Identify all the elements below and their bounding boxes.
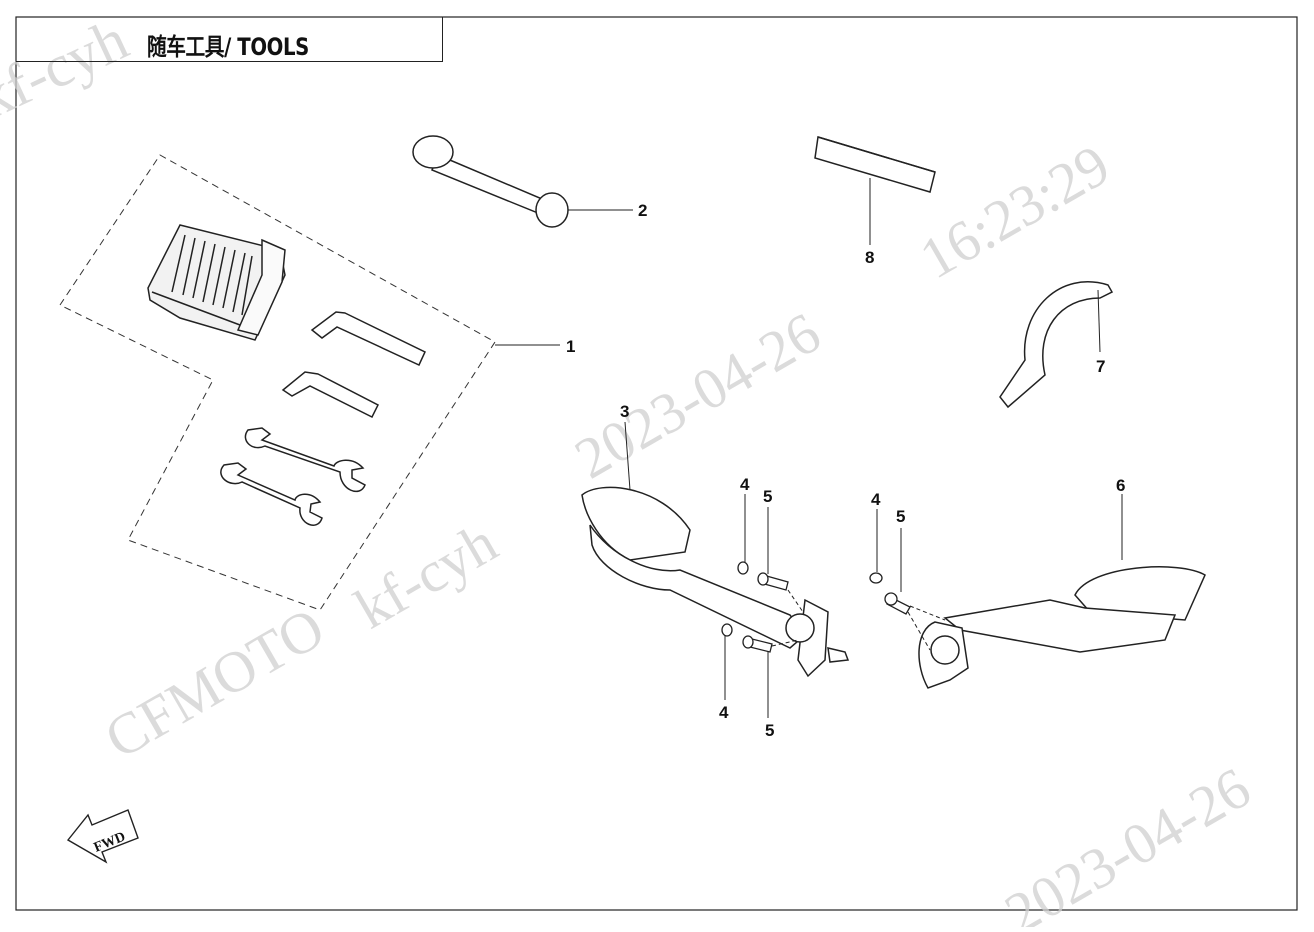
strip-drawing bbox=[814, 136, 936, 193]
watermark-user-mid: kf-cyh bbox=[344, 509, 508, 641]
watermark-date-bottom: 2023-04-26 bbox=[994, 755, 1261, 927]
page-title: 随车工具/ TOOLS bbox=[147, 33, 309, 61]
pin-drawing bbox=[412, 135, 570, 228]
title-block bbox=[16, 17, 443, 62]
watermark-brand: CFMOTO bbox=[94, 595, 335, 772]
callout-3: 3 bbox=[620, 402, 629, 421]
callout-2: 2 bbox=[638, 201, 647, 220]
callout-6: 6 bbox=[1116, 476, 1125, 495]
sheet-border bbox=[15, 16, 1298, 911]
hook-spanner-drawing bbox=[999, 281, 1114, 409]
callout-5-lower: 5 bbox=[765, 721, 774, 740]
watermark-date-mid: 2023-04-26 bbox=[564, 300, 831, 492]
leader-lines bbox=[495, 178, 1123, 718]
callout-4-upper-left: 4 bbox=[740, 475, 750, 494]
callout-8: 8 bbox=[865, 248, 874, 267]
callout-7: 7 bbox=[1096, 357, 1105, 376]
callout-4-right: 4 bbox=[871, 490, 881, 509]
callout-numbers: 1 2 3 4 5 4 5 4 5 6 7 8 bbox=[566, 201, 1125, 740]
left-mirror-drawing bbox=[581, 486, 850, 678]
watermark-layer: kf-cyh CFMOTO kf-cyh 2023-04-26 16:23:29… bbox=[0, 6, 1261, 932]
callout-1: 1 bbox=[566, 337, 575, 356]
right-mirror-drawing bbox=[918, 566, 1206, 689]
hex-key-drawing bbox=[281, 311, 426, 419]
fastener-drawing bbox=[721, 561, 911, 653]
callout-5-right: 5 bbox=[896, 507, 905, 526]
toolkit-dashed-outline bbox=[59, 154, 496, 611]
tool-pouch-drawing bbox=[147, 224, 286, 341]
callout-5-upper-left: 5 bbox=[763, 487, 772, 506]
watermark-time: 16:23:29 bbox=[909, 132, 1120, 291]
wrench-drawing bbox=[220, 427, 366, 526]
fwd-arrow: FWD bbox=[66, 809, 139, 864]
callout-4-lower: 4 bbox=[719, 703, 729, 722]
